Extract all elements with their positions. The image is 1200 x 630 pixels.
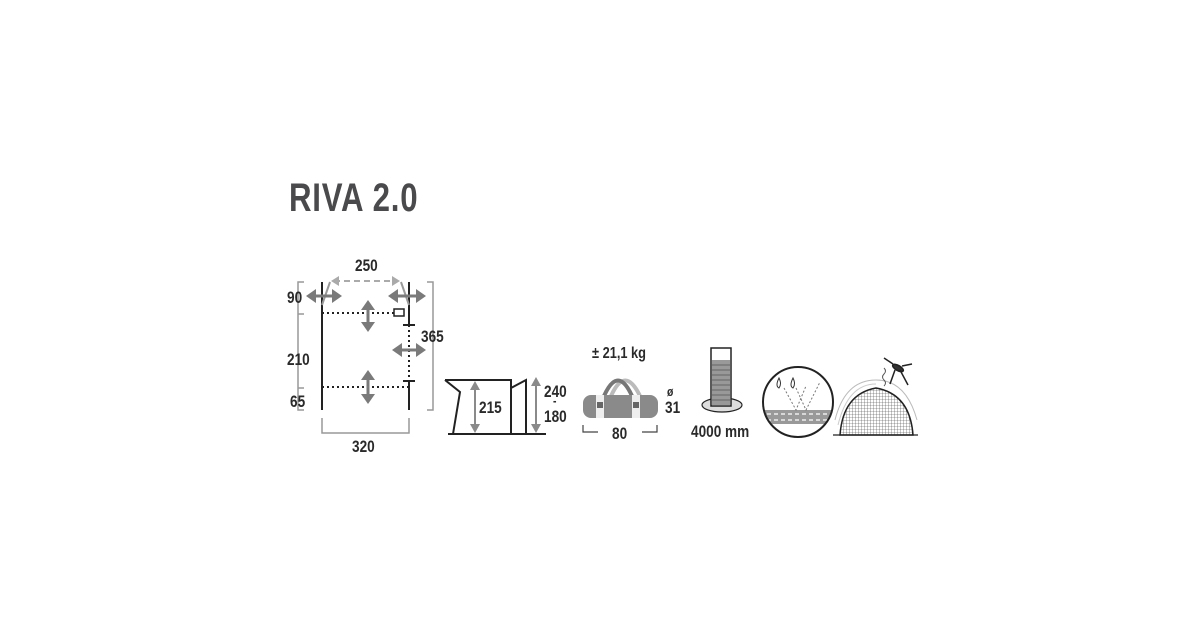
pack-length: 80 <box>612 424 628 443</box>
floor-width-bottom: 320 <box>352 437 375 456</box>
product-title: RIVA 2.0 <box>289 176 419 220</box>
floor-left-mid: 210 <box>287 350 310 369</box>
floor-width-top: 250 <box>355 256 378 275</box>
diameter-symbol: ø <box>667 384 674 399</box>
height-separator: - <box>553 393 557 408</box>
outer-height-max: 240 <box>544 382 567 401</box>
inner-height: 215 <box>479 398 502 417</box>
pack-weight: ± 21,1 kg <box>592 345 646 362</box>
pack-diameter: 31 <box>665 398 681 417</box>
outer-height-min: 180 <box>544 407 567 426</box>
floor-left-bottom: 65 <box>290 392 306 411</box>
floor-depth: 365 <box>421 327 444 346</box>
floor-left-top: 90 <box>287 288 303 307</box>
water-column-value: 4000 mm <box>691 422 750 441</box>
